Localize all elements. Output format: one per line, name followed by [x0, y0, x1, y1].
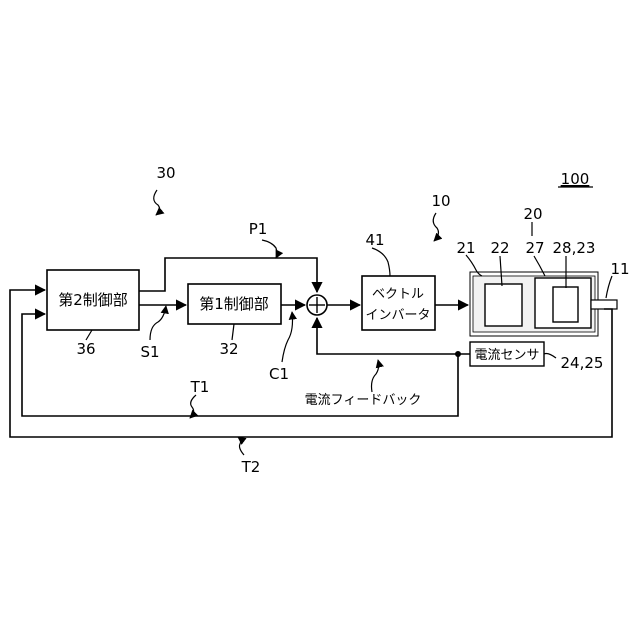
vector-inverter-label-line2: インバータ	[365, 308, 430, 323]
leader-P1	[262, 240, 277, 258]
ref-P1: P1	[249, 220, 268, 238]
leader-11	[606, 276, 612, 298]
ref-32: 32	[219, 340, 238, 358]
leader-32	[232, 324, 234, 340]
leader-30	[154, 190, 160, 215]
ref-28-23: 28,23	[553, 239, 596, 257]
ref-36: 36	[76, 340, 95, 358]
ref-S1: S1	[140, 343, 159, 361]
leader-T2	[238, 437, 244, 455]
leader-T1	[190, 395, 196, 418]
motor-shaft	[591, 300, 617, 309]
ref-T2: T2	[241, 458, 261, 476]
ref-41: 41	[365, 231, 384, 249]
leader-36	[86, 330, 92, 340]
ref-22: 22	[490, 239, 509, 257]
vector-inverter-label-line1: ベクトル	[372, 287, 424, 302]
motor-stator-block	[485, 284, 522, 326]
ref-21: 21	[456, 239, 475, 257]
leader-24-25	[544, 354, 556, 359]
leader-10	[433, 213, 438, 241]
leader-41	[372, 248, 390, 276]
ref-24-25: 24,25	[561, 354, 604, 372]
ref-C1: C1	[269, 365, 289, 383]
ref-27: 27	[525, 239, 544, 257]
leader-feedback	[372, 360, 379, 392]
encoder-inner-block	[553, 287, 578, 322]
leader-S1	[150, 306, 166, 340]
ref-30: 30	[156, 164, 175, 182]
first-controller-label: 第1制御部	[199, 295, 269, 313]
ref-20: 20	[523, 205, 542, 223]
ref-10: 10	[431, 192, 450, 210]
ref-100: 100	[561, 170, 590, 188]
current-feedback-label: 電流フィードバック	[305, 393, 422, 408]
ref-T1: T1	[190, 378, 210, 396]
ref-11: 11	[610, 260, 629, 278]
leader-C1	[282, 312, 293, 362]
second-controller-label: 第2制御部	[58, 291, 128, 309]
current-sensor-label: 電流センサ	[474, 348, 539, 363]
